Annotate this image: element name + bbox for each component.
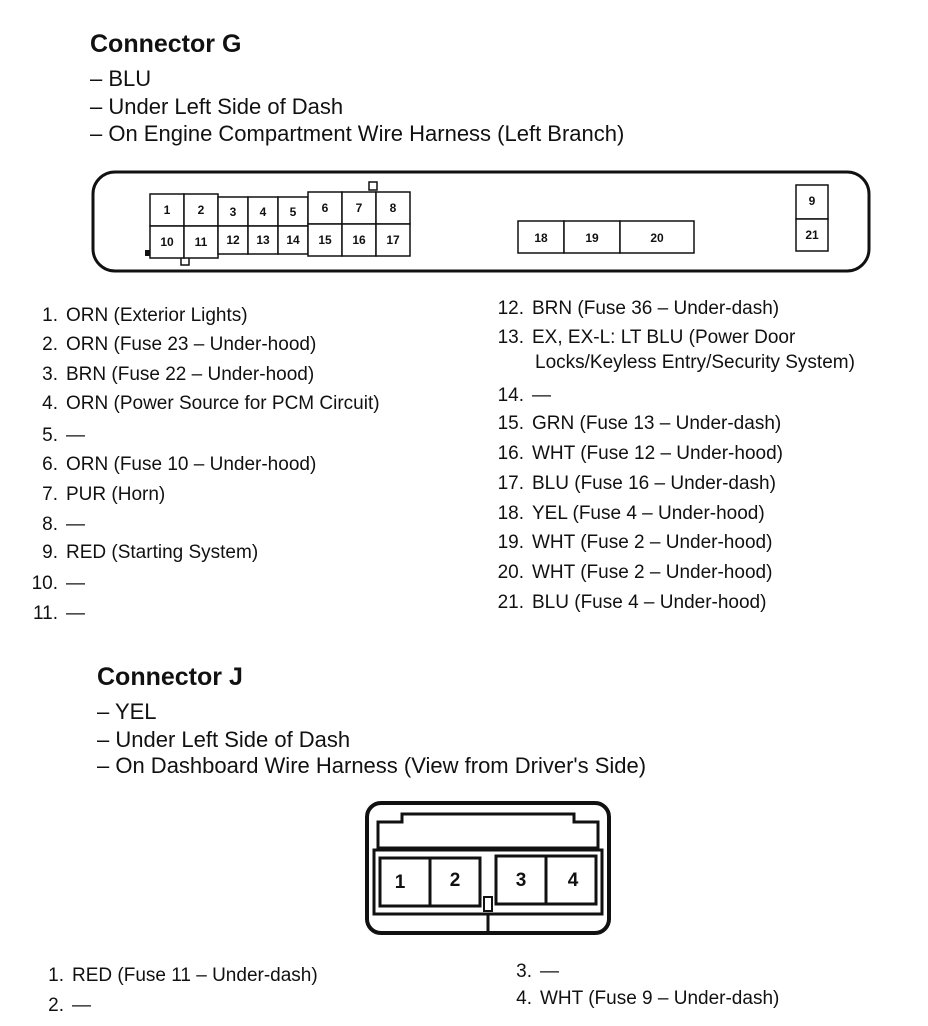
g-cell-20 <box>619 220 695 254</box>
g-pin-15: 15.GRN (Fuse 13 – Under-dash) <box>497 413 782 434</box>
j-cell-1 <box>378 856 432 908</box>
g-label-19: 19 <box>585 231 599 245</box>
connector-j-diagram: 1 2 3 4 <box>364 800 612 940</box>
connector-g-title: Connector G <box>90 30 242 58</box>
g-pin-11: 11.— <box>32 603 85 624</box>
g-label-13: 13 <box>256 233 270 247</box>
j-label-2: 2 <box>450 870 461 891</box>
connector-j-harness: – On Dashboard Wire Harness (View from D… <box>97 753 647 778</box>
g-label-2: 2 <box>198 203 205 217</box>
g-cell-3 <box>217 196 249 227</box>
g-pin-6: 6.ORN (Fuse 10 – Under-hood) <box>42 454 317 475</box>
connector-j-color: – YEL <box>97 699 157 724</box>
g-cell-6 <box>307 191 343 225</box>
g-label-7: 7 <box>356 201 363 215</box>
j-cell-2 <box>428 856 482 908</box>
g-pin-4: 4.ORN (Power Source for PCM Circuit) <box>42 393 380 414</box>
g-label-4: 4 <box>260 205 267 219</box>
g-label-9: 9 <box>809 194 816 208</box>
g-pin-14: 14.— <box>497 385 551 406</box>
g-pin-7: 7.PUR (Horn) <box>42 484 166 505</box>
g-label-15: 15 <box>318 233 332 247</box>
j-pin-2: 2.— <box>48 995 91 1016</box>
g-cell-14 <box>277 225 309 255</box>
connector-g-diagram: 1 2 3 4 5 6 7 8 9 10 11 12 13 14 15 16 1… <box>90 168 872 274</box>
connector-j-location: – Under Left Side of Dash <box>97 727 351 752</box>
g-cell-21 <box>795 218 829 252</box>
j-pin-1: 1.RED (Fuse 11 – Under-dash) <box>48 965 318 986</box>
g-label-18: 18 <box>534 231 548 245</box>
g-label-12: 12 <box>226 233 240 247</box>
g-label-16: 16 <box>352 233 366 247</box>
g-cell-13 <box>247 225 279 255</box>
g-pin-10: 10.— <box>31 573 85 594</box>
g-label-11: 11 <box>195 235 208 249</box>
connector-j-title: Connector J <box>97 663 243 691</box>
j-label-1: 1 <box>395 872 406 893</box>
g-pin-13: 13.EX, EX-L: LT BLU (Power Door <box>497 327 796 348</box>
g-pin-16: 16.WHT (Fuse 12 – Under-hood) <box>497 443 783 464</box>
g-pin-9: 9.RED (Starting System) <box>42 542 259 563</box>
j-pin-4: 4.WHT (Fuse 9 – Under-dash) <box>516 988 780 1009</box>
g-label-1: 1 <box>164 203 171 217</box>
g-pin-5: 5.— <box>42 425 85 446</box>
j-cell-4 <box>544 854 598 906</box>
g-cell-12 <box>217 225 249 255</box>
g-label-6: 6 <box>322 201 329 215</box>
g-pin-1: 1.ORN (Exterior Lights) <box>42 305 248 326</box>
g-cell-18 <box>517 220 565 254</box>
g-label-17: 17 <box>386 233 400 247</box>
j-label-3: 3 <box>516 870 527 891</box>
g-pin-18: 18.YEL (Fuse 4 – Under-hood) <box>497 503 765 524</box>
j-cell-3 <box>494 854 548 906</box>
g-label-20: 20 <box>650 231 664 245</box>
g-cell-1 <box>149 193 185 227</box>
g-pin-8: 8.— <box>42 514 85 535</box>
g-label-14: 14 <box>286 233 300 247</box>
g-pin-21: 21.BLU (Fuse 4 – Under-hood) <box>497 592 767 613</box>
g-cell-10 <box>149 225 185 259</box>
g-label-10: 10 <box>160 235 174 249</box>
j-label-4: 4 <box>568 870 579 891</box>
connector-g-harness: – On Engine Compartment Wire Harness (Le… <box>90 121 625 146</box>
g-label-3: 3 <box>230 205 237 219</box>
connector-g-color: – BLU <box>90 66 152 91</box>
g-cell-16 <box>341 223 377 257</box>
g-pin-20: 20.WHT (Fuse 2 – Under-hood) <box>497 562 773 583</box>
g-pin-17: 17.BLU (Fuse 16 – Under-dash) <box>497 473 776 494</box>
g-cell-4 <box>247 196 279 227</box>
g-label-5: 5 <box>290 205 297 219</box>
g-cell-17 <box>375 223 411 257</box>
g-pin-13-continued: Locks/Keyless Entry/Security System) <box>535 352 855 373</box>
g-pin-2: 2.ORN (Fuse 23 – Under-hood) <box>42 334 317 355</box>
g-pin-12: 12.BRN (Fuse 36 – Under-dash) <box>497 298 780 319</box>
g-label-21: 21 <box>805 228 819 242</box>
connector-g-location: – Under Left Side of Dash <box>90 94 344 119</box>
g-pin-19: 19.WHT (Fuse 2 – Under-hood) <box>497 532 773 553</box>
g-label-8: 8 <box>390 201 397 215</box>
g-pin-3: 3.BRN (Fuse 22 – Under-hood) <box>42 364 315 385</box>
g-cell-19 <box>563 220 621 254</box>
j-pin-3: 3.— <box>516 961 559 982</box>
